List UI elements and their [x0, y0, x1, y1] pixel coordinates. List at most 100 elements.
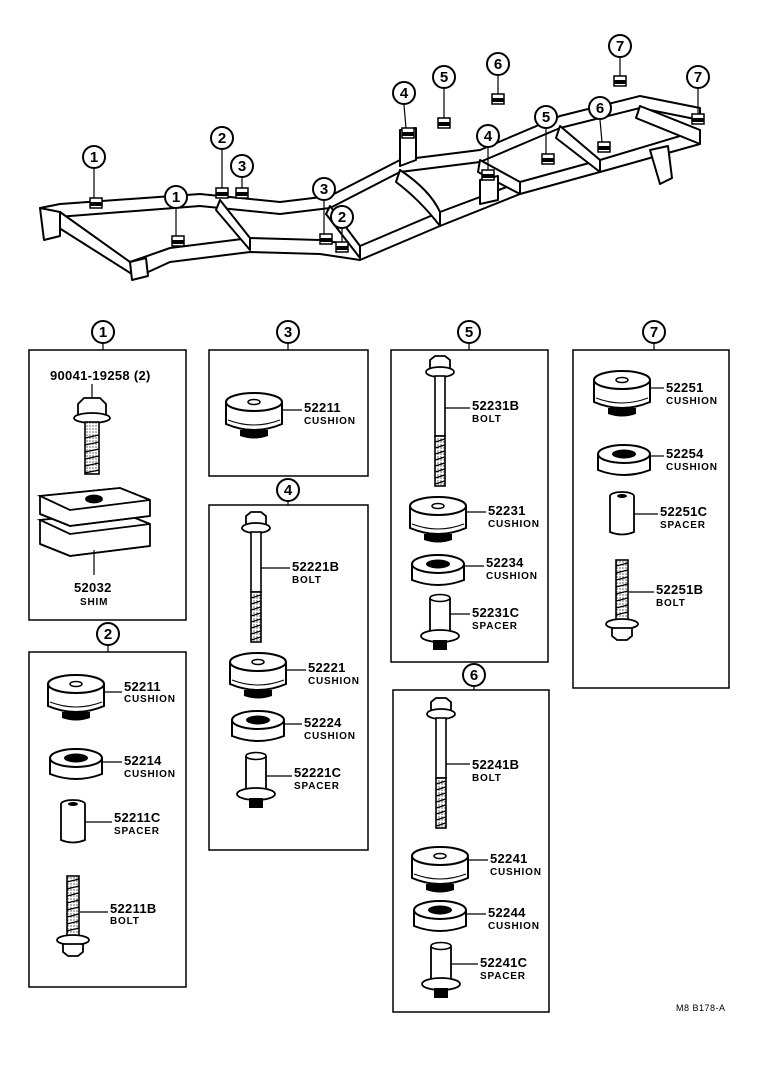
g7-part-2-name: CUSHION [666, 462, 718, 473]
group-1-panel: 1 90041-19258 (2) 52032 SHIM [28, 320, 187, 621]
g2-part-1-name: CUSHION [124, 694, 176, 705]
g2-bolt-icon [56, 875, 90, 957]
frame-callout-4b-text: 4 [484, 128, 493, 145]
frame-callout-3b-text: 3 [320, 181, 328, 198]
g6-part-2-name: CUSHION [490, 867, 542, 878]
g2-part-4-name: BOLT [110, 916, 140, 927]
frame-callout-2a-text: 2 [218, 130, 226, 147]
g4-part-4-name: SPACER [294, 781, 340, 792]
g2-part-4-number: 52211B [110, 901, 157, 916]
group-6-label: 6 [470, 667, 478, 684]
g4-part-4-number: 52221C [294, 765, 342, 780]
group-5-panel: 5 52231B BOLT 52231 CUSHION 52234 CUSHIO… [390, 320, 549, 663]
group-7-label: 7 [650, 324, 658, 341]
group-3-label: 3 [284, 324, 292, 341]
frame-callout-3a-text: 3 [238, 158, 246, 175]
frame-callout-1a-text: 1 [90, 149, 98, 166]
g6-cushion-icon [411, 846, 469, 894]
g3-part-1-name: CUSHION [304, 416, 356, 427]
g4-ring-icon [231, 710, 285, 742]
g3-part-1-number: 52211 [304, 400, 341, 415]
g4-part-1-name: BOLT [292, 575, 322, 586]
g4-part-2-name: CUSHION [308, 676, 360, 687]
g7-ring-icon [597, 444, 651, 476]
g7-cushion-icon [593, 370, 651, 418]
g6-spacer-icon [421, 941, 461, 999]
g5-part-3-number: 52234 [486, 555, 524, 570]
frame-callout-1b-text: 1 [172, 189, 180, 206]
g6-part-1-number: 52241B [472, 757, 519, 772]
g7-part-2-number: 52254 [666, 446, 704, 461]
g7-part-1-number: 52251 [666, 380, 704, 395]
g7-part-4-number: 52251B [656, 582, 703, 597]
g1-bolt-icon [73, 397, 111, 475]
g5-cushion-icon [409, 496, 467, 544]
g6-part-2-number: 52241 [490, 851, 528, 866]
frame-callout-4a-text: 4 [400, 85, 409, 102]
g4-part-3-number: 52224 [304, 715, 342, 730]
g5-part-1-number: 52231B [472, 398, 519, 413]
g7-part-1-name: CUSHION [666, 396, 718, 407]
g7-part-3-name: SPACER [660, 520, 706, 531]
g2-ring-icon [49, 748, 103, 780]
g6-bolt-icon [426, 697, 456, 829]
g1-shim-icon [36, 487, 151, 557]
g4-part-2-number: 52221 [308, 660, 346, 675]
g7-part-4-name: BOLT [656, 598, 686, 609]
group-5-label: 5 [465, 324, 473, 341]
frame-callout-5a-text: 5 [440, 69, 448, 86]
g7-bolt-icon [605, 559, 639, 641]
g5-spacer-icon [420, 593, 460, 651]
g5-part-2-number: 52231 [488, 503, 526, 518]
group-4-label: 4 [284, 482, 293, 499]
g6-part-1-name: BOLT [472, 773, 502, 784]
g4-part-3-name: CUSHION [304, 731, 356, 742]
g2-cushion-icon [47, 674, 105, 722]
g4-spacer-icon [236, 751, 276, 809]
g5-part-4-number: 52231C [472, 605, 520, 620]
g6-part-3-name: CUSHION [488, 921, 540, 932]
g2-spacer-icon [60, 799, 86, 844]
g5-bolt-icon [425, 355, 455, 487]
group-7-panel: 7 52251 CUSHION 52254 CUSHION 52251C SPA… [572, 320, 730, 689]
g4-part-1-number: 52221B [292, 559, 339, 574]
g7-spacer-icon [609, 491, 635, 536]
frame-leader-lines [93, 58, 699, 242]
g7-part-3-number: 52251C [660, 504, 708, 519]
g4-cushion-icon [229, 652, 287, 700]
g3-cushion-icon [225, 392, 283, 440]
g6-ring-icon [413, 900, 467, 932]
frame-callout-7b-text: 7 [694, 69, 702, 86]
group-4-panel: 4 52221B BOLT 52221 CUSHION 52224 CUSHIO… [208, 478, 369, 851]
frame-callout-5b-text: 5 [542, 109, 550, 126]
g2-part-3-name: SPACER [114, 826, 160, 837]
group-1-label: 1 [99, 324, 107, 341]
g2-part-1-number: 52211 [124, 679, 161, 694]
g1-part-2-name: SHIM [80, 597, 108, 608]
g2-part-2-number: 52214 [124, 753, 162, 768]
g6-part-3-number: 52244 [488, 905, 526, 920]
g1-part-2-number: 52032 [74, 580, 112, 595]
group-2-label: 2 [104, 626, 112, 643]
diagram-code: M8 B178-A [676, 1003, 726, 1013]
frame-callout-7a-text: 7 [616, 38, 624, 55]
g5-part-1-name: BOLT [472, 414, 502, 425]
frame-callout-6b-text: 6 [596, 100, 604, 117]
group-2-panel: 2 52211 CUSHION 52214 CUSHION 52211C SPA… [28, 622, 187, 988]
g5-part-2-name: CUSHION [488, 519, 540, 530]
g4-bolt-icon [241, 511, 271, 643]
group-3-panel: 3 52211 CUSHION [208, 320, 369, 477]
group-6-panel: 6 52241B BOLT 52241 CUSHION 52244 CUSHIO… [392, 663, 550, 1013]
vehicle-frame-drawing [39, 95, 701, 281]
g5-part-4-name: SPACER [472, 621, 518, 632]
g1-part-1-number: 90041-19258 (2) [50, 368, 151, 383]
g6-part-4-number: 52241C [480, 955, 528, 970]
g6-part-4-name: SPACER [480, 971, 526, 982]
g5-ring-icon [411, 554, 465, 586]
g2-part-3-number: 52211C [114, 810, 161, 825]
frame-callout-6a-text: 6 [494, 56, 502, 73]
g5-part-3-name: CUSHION [486, 571, 538, 582]
g2-part-2-name: CUSHION [124, 769, 176, 780]
frame-callout-2b-text: 2 [338, 209, 346, 226]
